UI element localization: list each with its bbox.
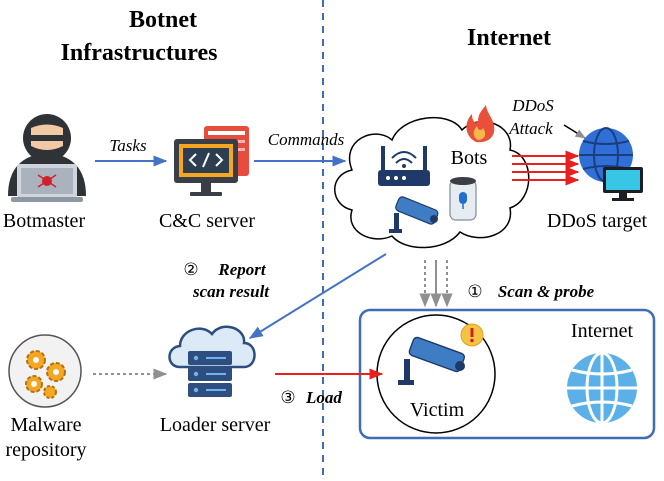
code-monitor-icon <box>174 126 249 196</box>
globe-icon <box>567 351 637 425</box>
gears-icon <box>8 334 82 408</box>
loader-label: Loader server <box>160 414 271 436</box>
bots-label: Bots <box>451 147 488 169</box>
camera-icon <box>389 196 439 233</box>
report-number: ② <box>183 260 198 280</box>
hacker-icon <box>8 114 86 202</box>
globe-monitor-icon <box>579 127 643 201</box>
header-left-line2: Infrastructures <box>61 40 218 66</box>
botmaster-label: Botmaster <box>3 210 86 232</box>
bots-cloud <box>334 116 530 249</box>
header-left-line1: Botnet <box>129 7 197 33</box>
smart-speaker-icon <box>449 177 477 221</box>
warning-icon <box>460 323 484 347</box>
report-label-1: Report <box>217 260 267 279</box>
router-icon <box>378 146 430 186</box>
report-label-2: scan result <box>192 282 270 301</box>
malware-label-2: repository <box>5 439 86 461</box>
commands-label: Commands <box>268 130 345 149</box>
header-right: Internet <box>467 25 551 51</box>
scan-number: ① <box>467 282 482 302</box>
cloud-server-icon <box>168 325 256 397</box>
ddos-attack-label-1: DDoS <box>511 96 554 115</box>
fire-icon <box>466 105 495 143</box>
camera-icon <box>398 336 466 385</box>
load-label: Load <box>305 388 342 407</box>
ddos-target-label: DDoS target <box>547 210 648 232</box>
malware-label-1: Malware <box>10 414 81 436</box>
report-arrow <box>248 253 387 339</box>
victim-label: Victim <box>410 399 465 421</box>
tasks-label: Tasks <box>109 136 147 155</box>
ddos-pointer-arrow <box>563 124 586 139</box>
scan-label: Scan & probe <box>498 282 595 301</box>
internet-box-label: Internet <box>571 320 634 342</box>
cnc-label: C&C server <box>159 210 255 232</box>
load-number: ③ <box>280 388 295 408</box>
ddos-attack-label-2: Attack <box>508 119 553 138</box>
